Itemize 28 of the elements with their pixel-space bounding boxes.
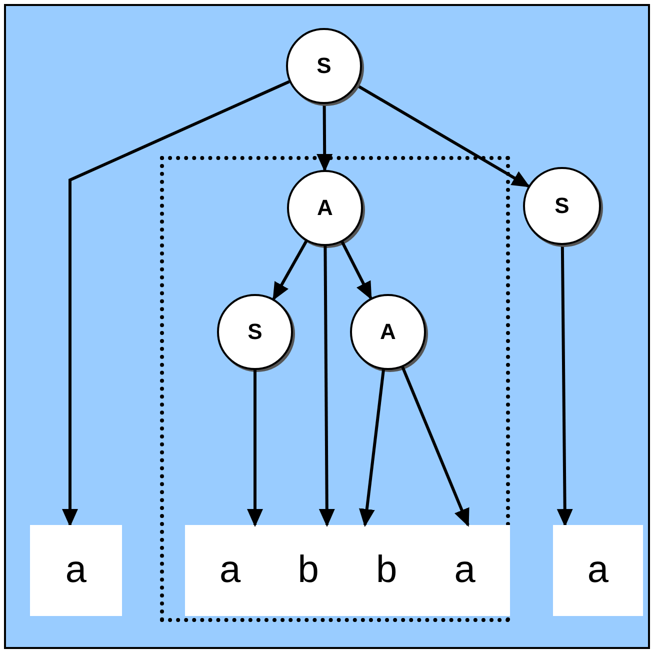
terminal-box <box>553 525 643 616</box>
symbol-circle <box>217 294 293 370</box>
arrow <box>247 370 263 527</box>
symbol-circle <box>350 294 426 370</box>
arrow <box>356 84 530 188</box>
symbol-label: S <box>554 193 570 219</box>
symbol-label: A <box>317 195 333 221</box>
symbol-label: S <box>248 319 262 345</box>
symbol-label: S <box>316 53 332 79</box>
arrow <box>318 246 335 527</box>
arrow <box>401 366 470 527</box>
terminal-symbol: a <box>65 549 87 592</box>
terminal-box <box>185 525 510 616</box>
arrow <box>556 244 573 527</box>
arrow <box>272 240 308 301</box>
arrow <box>340 241 372 300</box>
terminal-symbol: a <box>587 549 609 592</box>
symbol-label: A <box>380 319 396 345</box>
arrow <box>62 80 290 527</box>
arrow <box>316 104 333 172</box>
terminal-symbol: b <box>376 549 398 592</box>
dotted-boundary <box>160 156 510 622</box>
terminal-symbol: a <box>220 549 241 592</box>
arrow <box>358 370 385 527</box>
terminal-symbol: b <box>298 549 319 592</box>
symbol-circle <box>523 167 601 245</box>
terminal-box <box>30 525 122 616</box>
terminal-symbol: a <box>454 549 476 592</box>
